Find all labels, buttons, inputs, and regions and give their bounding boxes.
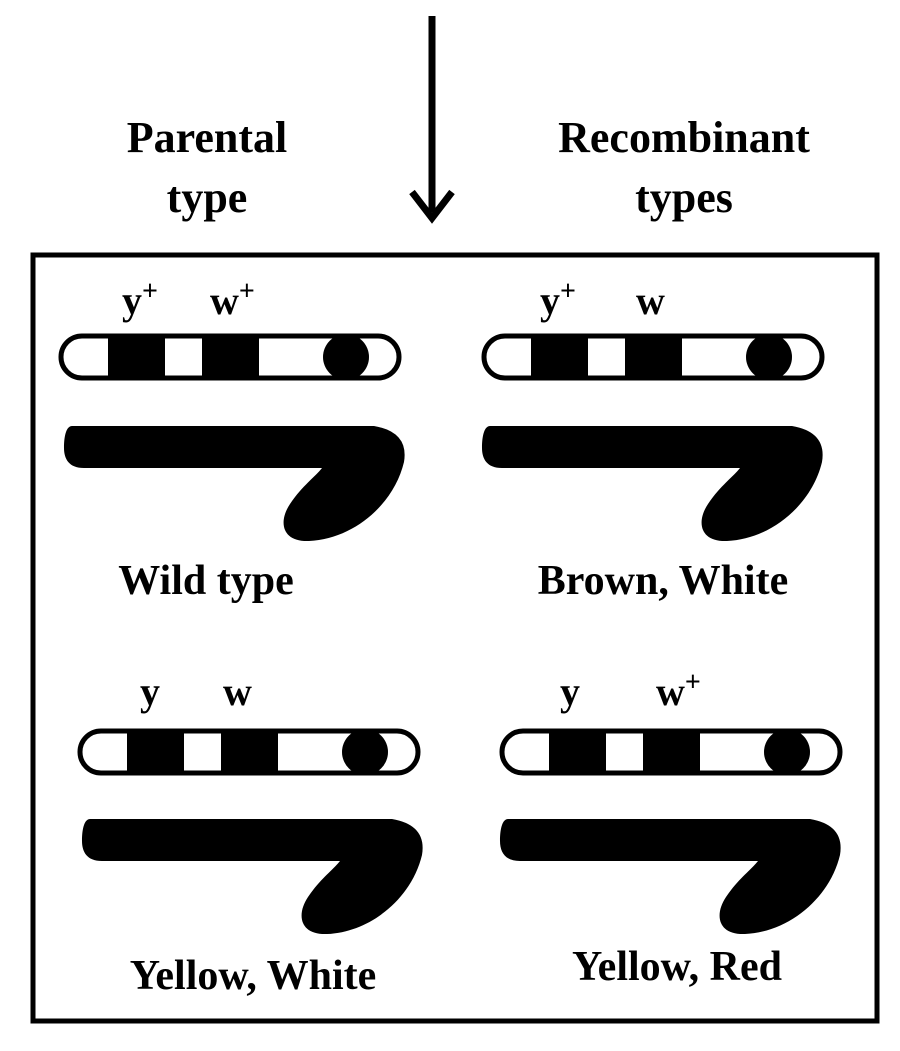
panel-frame — [30, 252, 880, 1024]
chromosome — [502, 729, 840, 775]
gene-label-w: w+ — [210, 276, 255, 323]
gene-label-w: w — [636, 278, 665, 323]
panel-yellow-white: y w Yellow, White — [80, 669, 423, 999]
gene-label-y: y — [140, 669, 160, 714]
down-arrow-icon — [409, 16, 455, 224]
header-left-line1: Parental — [127, 113, 288, 162]
phenotype-caption: Wild type — [118, 558, 293, 604]
phenotype-caption: Yellow, White — [130, 953, 377, 999]
gene-label-y: y — [560, 669, 580, 714]
panel-wild-type: y+ w+ Wild type — [61, 276, 405, 604]
gene-label-w: w+ — [656, 667, 701, 714]
header-left-line2: type — [167, 173, 248, 222]
chromosome — [80, 729, 418, 775]
fly-leg-shape — [82, 819, 423, 935]
panel-brown-white: y+ w Brown, White — [482, 276, 823, 604]
phenotype-caption: Brown, White — [538, 558, 788, 604]
chromosome — [484, 334, 822, 380]
header-right-line2: types — [635, 173, 733, 222]
header-right-line1: Recombinant — [558, 113, 810, 162]
chromosome — [61, 334, 399, 380]
fly-leg-shape — [500, 819, 841, 935]
phenotype-caption: Yellow, Red — [572, 944, 782, 990]
gene-label-y: y+ — [540, 276, 576, 323]
panel-yellow-red: y w+ Yellow, Red — [500, 667, 841, 990]
fly-leg-shape — [482, 426, 823, 542]
fly-leg-shape — [64, 426, 405, 542]
gene-label-y: y+ — [122, 276, 158, 323]
gene-label-w: w — [223, 669, 252, 714]
